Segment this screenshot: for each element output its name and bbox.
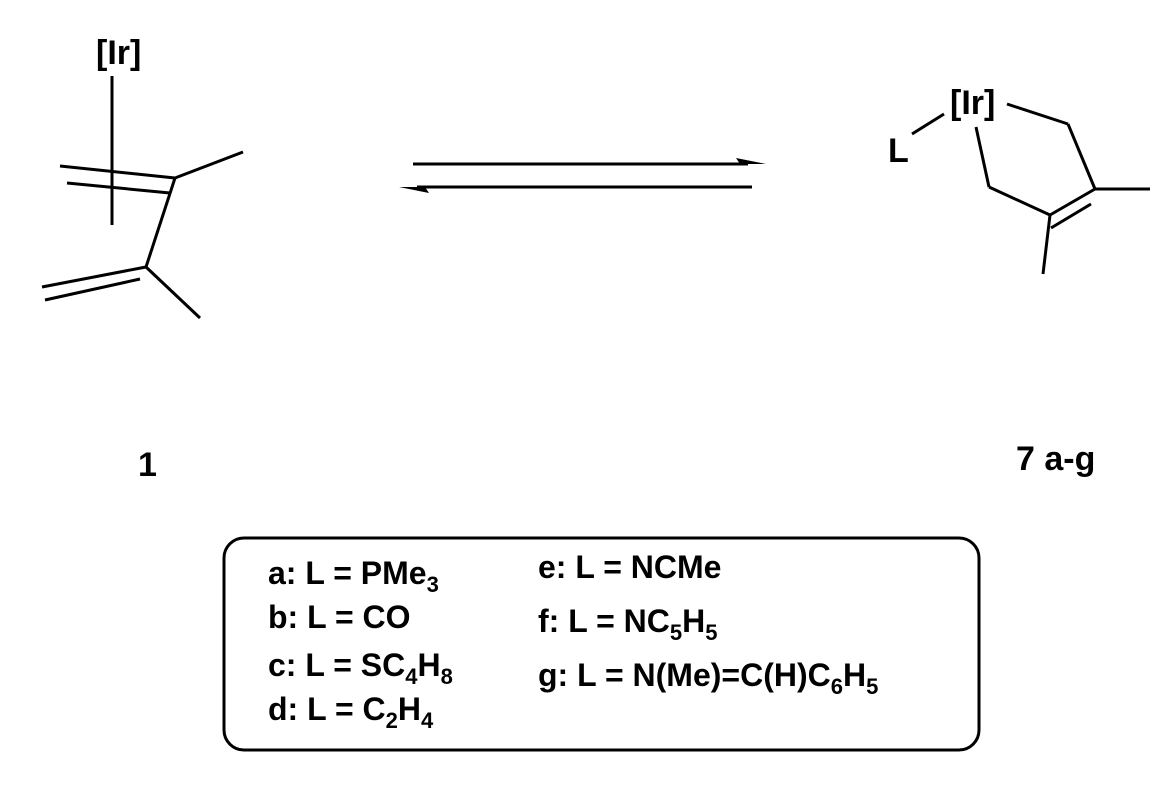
legend-entry-c: c: L = SC4H8 xyxy=(268,647,453,689)
coordinated-double-bond-inner xyxy=(66,181,171,195)
reactant-metal-label: [Ir] xyxy=(96,34,141,72)
legend-entry-g: g: L = N(Me)=C(H)C6H5 xyxy=(538,657,878,699)
ligand-legend: a: L = PMe3 b: L = CO c: L = SC4H8 d: L … xyxy=(222,536,981,752)
terminal-double-bond-outer xyxy=(41,265,147,289)
reactant-structure: [Ir] xyxy=(41,34,244,320)
terminal-double-bond-inner xyxy=(44,277,141,302)
central-single-bond xyxy=(144,177,177,268)
coordinated-double-bond-outer xyxy=(59,164,176,180)
product-ligand-label: L xyxy=(888,132,909,170)
legend-box xyxy=(222,536,981,752)
ir-ligand-bond xyxy=(911,112,945,136)
ring-alkene-outer xyxy=(1049,187,1096,217)
ir-ch2-left-bond xyxy=(974,126,991,188)
equilibrium-arrows xyxy=(399,158,766,193)
ch2-right-to-alkene-bond xyxy=(1066,123,1097,190)
legend-entry-b: b: L = CO xyxy=(268,599,411,635)
product-structure: [Ir] L xyxy=(888,84,1150,275)
upper-methyl-bond xyxy=(174,150,244,180)
lower-methyl-bond xyxy=(144,265,202,320)
product-metal-label: [Ir] xyxy=(950,84,995,122)
ring-alkene-inner xyxy=(1050,202,1092,230)
ch2-left-to-alkene-bond xyxy=(988,185,1051,217)
ir-ch2-right-bond xyxy=(1006,102,1069,126)
reverse-arrowhead xyxy=(399,187,429,193)
reactant-compound-number: 1 xyxy=(138,446,157,484)
forward-arrowhead xyxy=(736,158,766,164)
left-methyl-bond xyxy=(1041,214,1052,275)
legend-entry-a: a: L = PMe3 xyxy=(268,555,439,597)
product-compound-number: 7 a-g xyxy=(1016,440,1095,478)
legend-entry-d: d: L = C2H4 xyxy=(268,691,434,733)
legend-entry-e: e: L = NCMe xyxy=(538,549,721,585)
legend-entry-f: f: L = NC5H5 xyxy=(538,603,717,645)
